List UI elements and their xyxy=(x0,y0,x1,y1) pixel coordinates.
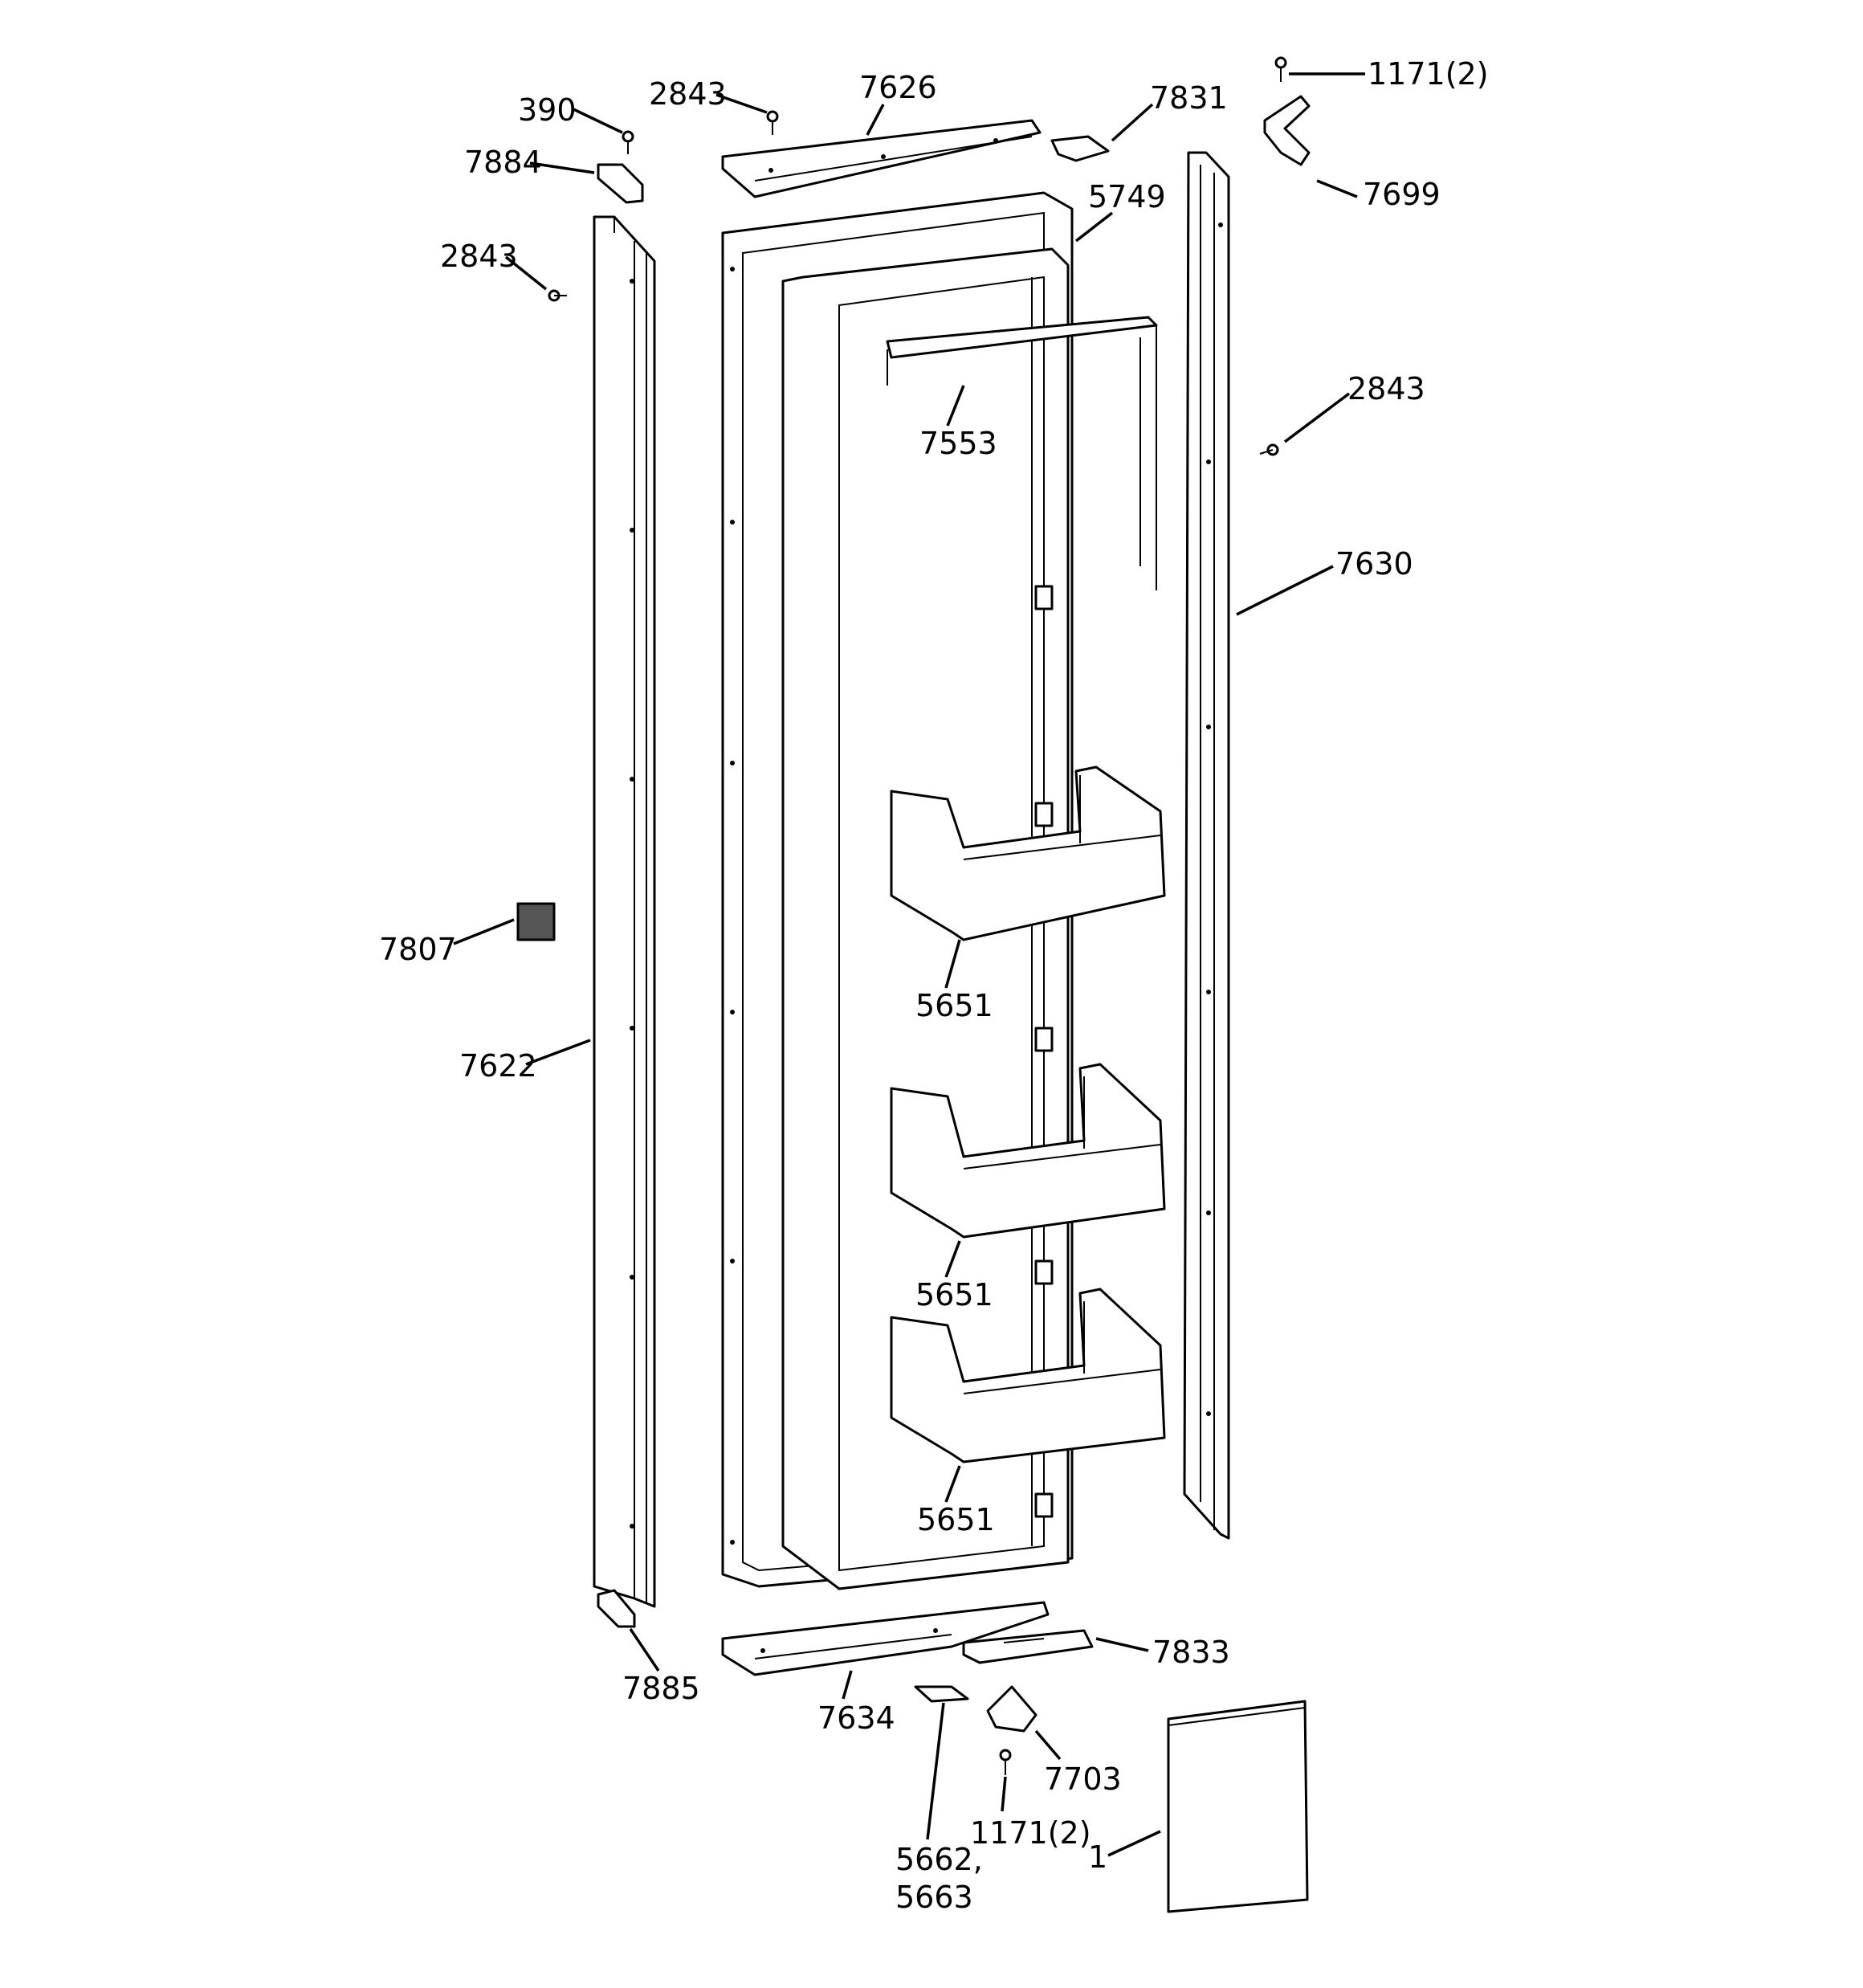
screw-1171-bottom xyxy=(999,1749,1012,1775)
label-7885: 7885 xyxy=(622,1671,700,1706)
label-1171-bottom: 1171(2) xyxy=(970,1815,1091,1851)
top-cap-7626 xyxy=(721,119,1042,198)
foam-block-7807 xyxy=(516,902,556,941)
door-bin-5651-middle xyxy=(890,1063,1166,1239)
screw-2843-right xyxy=(1259,443,1279,456)
label-7626: 7626 xyxy=(859,70,937,105)
screw-2843-left xyxy=(548,289,567,302)
label-7622: 7622 xyxy=(459,1048,537,1084)
label-5663: 5663 xyxy=(895,1880,973,1915)
spacer-5662 xyxy=(914,1685,969,1703)
label-7703: 7703 xyxy=(1044,1761,1122,1797)
label-1171-top: 1171(2) xyxy=(1368,56,1489,92)
bottom-cap-7634 xyxy=(721,1601,1050,1676)
label-7831: 7831 xyxy=(1150,80,1228,116)
label-7553: 7553 xyxy=(919,426,997,461)
label-5651-b: 5651 xyxy=(915,1277,993,1312)
label-7884: 7884 xyxy=(464,145,542,180)
leader-lines xyxy=(453,72,1365,1857)
label-7634: 7634 xyxy=(817,1700,895,1736)
screw-2843-top xyxy=(766,110,779,135)
label-5651-a: 5651 xyxy=(915,988,993,1023)
part-labels: 390 2843 7626 7831 1171(2) 7884 5749 769… xyxy=(379,56,1489,1915)
label-2843-right: 2843 xyxy=(1347,371,1425,406)
label-390: 390 xyxy=(518,92,577,128)
bracket-7884 xyxy=(597,163,644,204)
hinge-7699 xyxy=(1263,95,1311,166)
hinge-7703 xyxy=(986,1685,1037,1733)
label-1: 1 xyxy=(1088,1839,1107,1875)
left-door-trim-7622 xyxy=(593,215,656,1608)
manual-1 xyxy=(1167,1700,1309,1913)
bracket-7831 xyxy=(1050,135,1110,162)
screw-390 xyxy=(622,130,634,154)
door-bin-5651-bottom xyxy=(890,1288,1166,1463)
hinge-plate-7833 xyxy=(962,1629,1094,1664)
label-7699: 7699 xyxy=(1363,177,1441,212)
door-bin-5651-top xyxy=(890,765,1166,941)
label-5662: 5662, xyxy=(895,1842,983,1877)
label-7630: 7630 xyxy=(1335,546,1413,582)
bracket-7885 xyxy=(597,1589,636,1628)
label-7833: 7833 xyxy=(1152,1635,1230,1670)
gasket-7553 xyxy=(886,316,1158,590)
label-5749: 5749 xyxy=(1088,179,1166,214)
label-7807: 7807 xyxy=(379,932,457,967)
right-door-trim-7630 xyxy=(1183,151,1230,1540)
label-5651-c: 5651 xyxy=(917,1502,995,1537)
screw-1171-top xyxy=(1274,56,1287,82)
label-2843-left: 2843 xyxy=(440,239,518,274)
label-2843-top: 2843 xyxy=(649,76,727,112)
